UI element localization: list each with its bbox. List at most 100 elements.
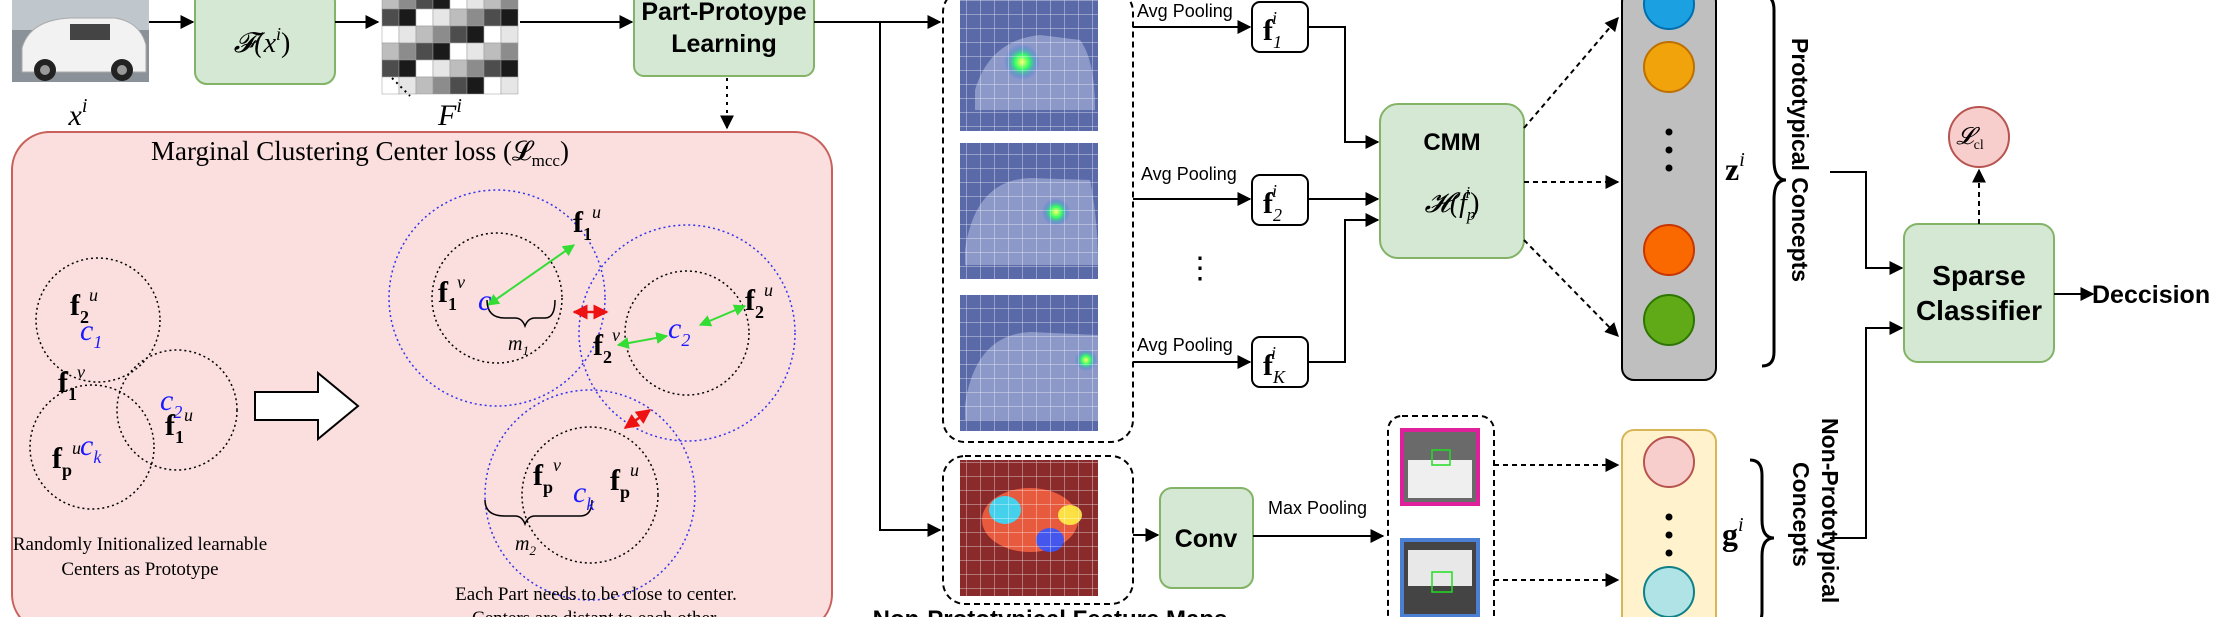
label-m1: m1	[508, 333, 529, 358]
classifier-line2: Classifier	[1916, 295, 2042, 326]
feature-cell	[449, 76, 468, 95]
cmm-title: CMM	[1423, 129, 1480, 156]
nonproto-concept-1	[1643, 436, 1695, 488]
nonproto-dot-1	[1665, 513, 1673, 521]
feature-cell	[432, 42, 451, 61]
feature-cell	[466, 8, 485, 27]
feature-cell	[466, 42, 485, 61]
feature-cell	[432, 25, 451, 44]
arrow-cmm-to-concept-top	[1523, 16, 1619, 129]
feature-cell	[483, 42, 502, 61]
feature-cell	[500, 0, 519, 10]
nonproto-heatmap	[960, 460, 1098, 596]
feature-cell	[483, 59, 502, 78]
feature-cell	[381, 0, 400, 10]
conv-box	[1159, 487, 1254, 589]
feature-cell	[381, 42, 400, 61]
green-arrow-1	[487, 244, 575, 306]
decision-label: Deccision	[2092, 281, 2210, 309]
label-c2-right: c2	[668, 312, 690, 350]
feature-cell	[381, 25, 400, 44]
non-prototypical-label-1: Non-Prototypical	[1817, 418, 1843, 603]
feature-cell	[500, 25, 519, 44]
proto-dot-2	[1665, 146, 1673, 154]
proto-map-1	[960, 0, 1098, 131]
red-arrow-2	[623, 408, 652, 430]
avgpool-label-2: Avg Pooling	[1141, 164, 1237, 184]
brace-g	[1749, 458, 1775, 617]
feature-cell	[432, 8, 451, 27]
sparse-classifier-box	[1903, 223, 2055, 363]
brace-m2	[484, 499, 593, 527]
feature-cell	[449, 42, 468, 61]
feature-cell	[449, 25, 468, 44]
feature-cell	[398, 76, 417, 95]
label-f2u-left: f2u	[70, 285, 98, 327]
cmm-formula: 𝓗(fpi)	[1425, 183, 1480, 224]
feature-cell	[449, 59, 468, 78]
label-fpv-right: fpv	[533, 455, 561, 497]
proto-maps-group	[942, 0, 1134, 443]
feature-cell	[483, 25, 502, 44]
arrow-z-to-classifier	[1830, 171, 1904, 275]
avgpool-label-1: Avg Pooling	[1137, 1, 1233, 21]
green-arrow-2	[616, 332, 669, 349]
feature-cell	[415, 76, 434, 95]
input-car-image	[12, 0, 149, 82]
prototypical-concepts-label: Prototypical Concepts	[1787, 38, 1813, 282]
proto-concept-3	[1643, 224, 1695, 276]
non-prototypical-label-2: Concepts	[1788, 462, 1814, 567]
z-label: zi	[1725, 149, 1745, 187]
patch-group	[1387, 415, 1495, 617]
hollow-transform-arrow	[254, 370, 360, 442]
arrow-f1-to-cmm	[1308, 26, 1380, 149]
arrow-to-nonproto-map	[879, 22, 942, 537]
feature-cell	[500, 8, 519, 27]
feature-cell	[398, 0, 417, 10]
label-f1v-right: f1v	[438, 272, 465, 314]
feature-label: Fi	[437, 95, 462, 132]
caption-right-2: Centers are distant to each other.	[472, 608, 720, 617]
arrow-g-to-classifier	[1830, 321, 1904, 539]
feature-cell	[466, 76, 485, 95]
proto-concepts-bar	[1621, 0, 1717, 381]
nonproto-concepts-bar	[1621, 429, 1717, 617]
feature-cell	[449, 0, 468, 10]
feature-cell	[398, 59, 417, 78]
feature-map-dots	[391, 77, 411, 97]
part-proto-line2: Learning	[671, 30, 777, 58]
label-c1-right: c	[478, 284, 491, 317]
classifier-line1: Sparse	[1932, 260, 2025, 291]
feature-extractor-label: 𝓕(xi)	[234, 24, 291, 59]
cmm-box	[1379, 103, 1525, 259]
pooling-dots: ⋮	[1185, 252, 1215, 285]
part-proto-box	[633, 0, 815, 77]
label-fpu-left: fpu	[52, 438, 81, 480]
feature-cell	[432, 76, 451, 95]
caption-left-1: Randomly Initionalized learnable	[13, 534, 267, 555]
proto-dot-3	[1665, 164, 1673, 172]
proto-concept-1	[1643, 0, 1695, 30]
fK-label: fKi	[1263, 343, 1286, 387]
proto-concept-2	[1643, 41, 1695, 93]
feature-cell	[483, 0, 502, 10]
g-label: gi	[1722, 514, 1744, 552]
feature-cell	[415, 59, 434, 78]
f2-label: f2i	[1263, 181, 1282, 225]
label-f2u-right: f2u	[745, 280, 773, 322]
proto-concept-4	[1643, 294, 1695, 346]
feature-cell	[415, 8, 434, 27]
f1-label: f1i	[1263, 8, 1282, 52]
label-m2: m2	[515, 533, 536, 558]
feature-cell	[398, 42, 417, 61]
nonproto-maps-caption: Non-Prototypical Feature Maps	[873, 606, 1228, 617]
feature-cell	[449, 8, 468, 27]
label-f2v-right: f2v	[593, 325, 620, 367]
conv-label: Conv	[1175, 525, 1238, 553]
feature-cell	[432, 59, 451, 78]
feature-cell	[432, 0, 451, 10]
proto-dot-1	[1665, 128, 1673, 136]
feature-cell	[381, 76, 400, 95]
nonproto-dot-3	[1665, 549, 1673, 557]
